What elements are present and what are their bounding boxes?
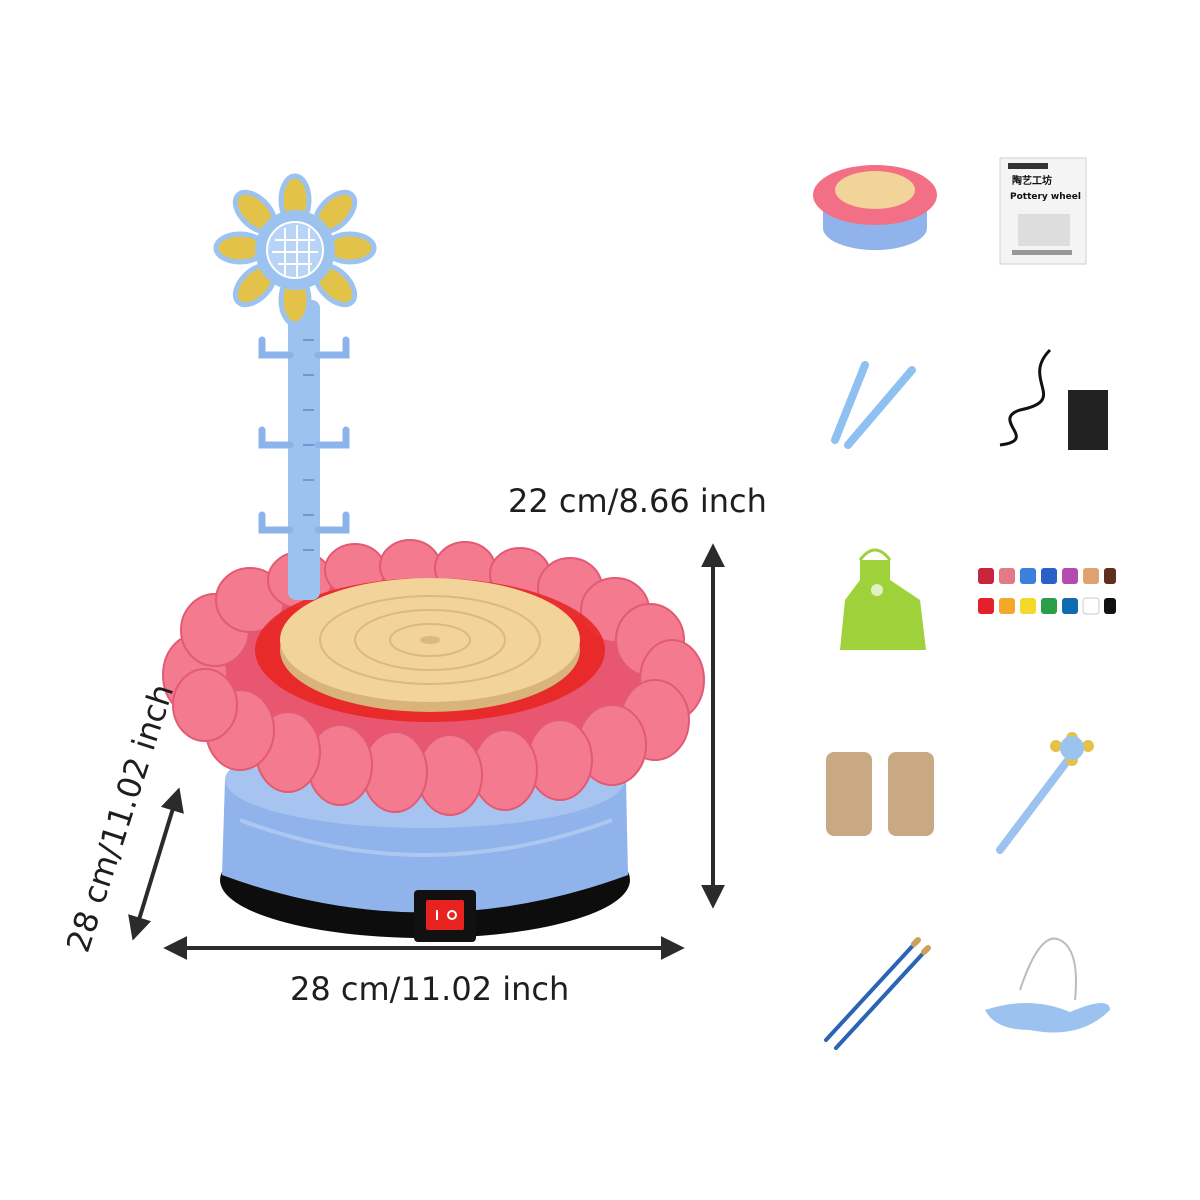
accessory-water-tray	[985, 937, 1110, 1033]
accessory-clay-blocks	[826, 752, 934, 836]
flower-stem-ruler	[258, 300, 350, 600]
accessory-usb-cable-sponge	[999, 348, 1108, 450]
accessory-tool-rack	[996, 732, 1094, 854]
turntable	[280, 578, 580, 712]
power-switch[interactable]	[414, 890, 476, 942]
accessory-paint-brushes	[824, 937, 931, 1050]
manual-title-cn: 陶艺工坊	[1012, 174, 1052, 187]
width-dimension-label: 28 cm/11.02 inch	[290, 970, 570, 1008]
pottery-wheel-main	[162, 173, 705, 942]
sunflower-head-icon	[213, 173, 377, 327]
accessory-clay-tools	[831, 361, 916, 449]
height-dimension-label: 22 cm/8.66 inch	[508, 482, 767, 520]
accessory-paint-set	[978, 568, 1116, 615]
manual-title-en: Pottery wheel	[1010, 192, 1081, 202]
accessory-pottery-wheel	[813, 165, 937, 250]
depth-arrow	[128, 787, 184, 941]
accessory-instruction-manual: 陶艺工坊 Pottery wheel	[999, 157, 1087, 265]
accessory-apron	[840, 548, 926, 650]
